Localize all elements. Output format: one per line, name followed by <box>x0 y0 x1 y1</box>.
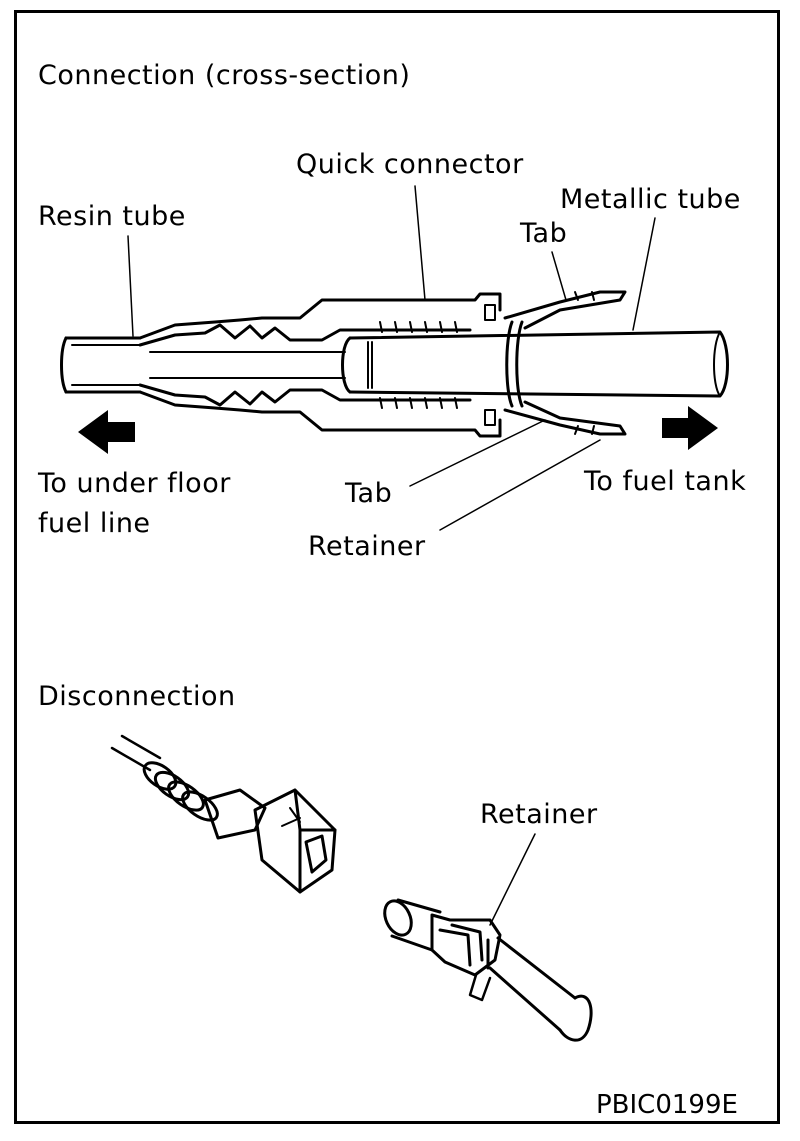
figure-frame <box>14 10 780 1124</box>
section-title-connection: Connection (cross-section) <box>38 60 411 91</box>
resin-tube <box>60 336 142 394</box>
figure-code: PBIC0199E <box>596 1090 738 1120</box>
section-title-disconnection: Disconnection <box>38 681 236 712</box>
label-to-under-floor-line1: To under floor <box>38 468 231 499</box>
label-tab-upper: Tab <box>520 218 568 249</box>
label-retainer-lower: Retainer <box>480 799 598 830</box>
retainer-clip <box>503 290 627 436</box>
label-retainer-upper: Retainer <box>308 531 426 562</box>
label-quick-connector: Quick connector <box>296 149 524 180</box>
label-resin-tube: Resin tube <box>38 201 186 232</box>
label-to-fuel-tank: To fuel tank <box>584 466 747 497</box>
label-tab-lower: Tab <box>345 478 393 509</box>
disconnected-metallic-tube <box>383 898 593 1042</box>
leader-lines <box>127 185 656 531</box>
quick-connector-body <box>138 292 502 438</box>
metallic-tube <box>341 330 729 398</box>
arrow-right-icon <box>662 406 718 450</box>
label-metallic-tube: Metallic tube <box>560 184 741 215</box>
arrow-left-icon <box>78 410 135 454</box>
label-to-under-floor-line2: fuel line <box>38 508 151 539</box>
disconnected-connector <box>110 734 337 894</box>
leader-retainer-lower <box>489 833 536 926</box>
